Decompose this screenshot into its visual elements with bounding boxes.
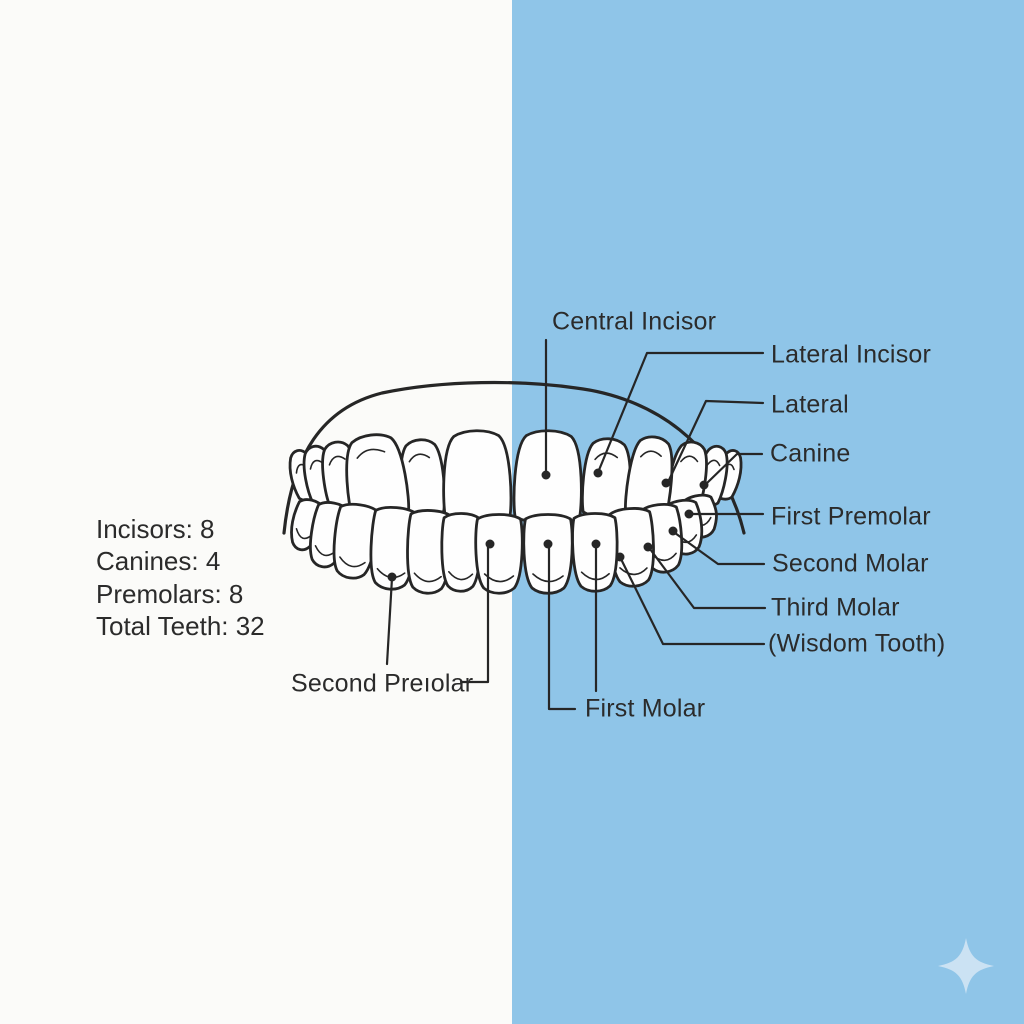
stat-total-teeth: Total Teeth: 32 — [96, 611, 265, 642]
teeth-rows — [288, 429, 743, 595]
label-first-premolar: First Premolar — [771, 502, 931, 531]
leader-lines — [385, 338, 767, 711]
stat-incisors: Incisors: 8 — [96, 514, 215, 544]
label-central-incisor: Central Incisor — [552, 307, 717, 336]
label-wisdom-tooth: (Wisdom Tooth) — [768, 629, 946, 658]
label-first-molar: First Molar — [585, 694, 706, 723]
label-second-premolar: Second Preıolar — [291, 669, 474, 698]
sparkle-icon — [938, 938, 994, 994]
stat-canines: Canines: 4 — [96, 546, 221, 577]
stat-premolars: Premolars: 8 — [96, 578, 244, 609]
tooth-marker-dots — [387, 468, 709, 582]
label-third-molar: Third Molar — [771, 593, 900, 622]
label-lateral-incisor: Lateral Incisor — [771, 340, 932, 369]
gum-arch-outline — [282, 380, 746, 535]
label-second-molar: Second Molar — [772, 549, 929, 578]
label-lateral: Lateral — [771, 390, 849, 419]
teeth-count-panel: Incisors: 8 Canines: 4 Premolars: 8 Tota… — [96, 513, 265, 643]
label-canine: Canine — [770, 439, 851, 468]
